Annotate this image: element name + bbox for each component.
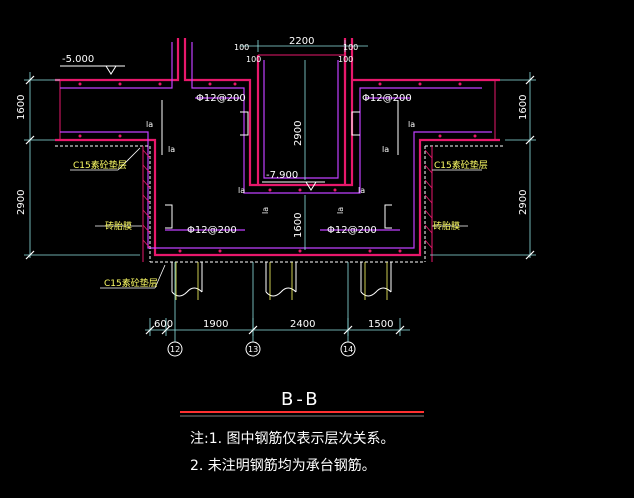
note-line-2: 2. 未注明钢筋均为承台钢筋。: [190, 457, 376, 474]
la-label-1: la: [146, 120, 153, 129]
dim-2200: 2200: [289, 36, 314, 47]
dim-600: 600: [154, 319, 173, 330]
dim-ticks: [25, 75, 535, 335]
cushion-layer: [55, 145, 505, 263]
c15-bottom-label: C15素砼垫层: [104, 277, 158, 289]
dim-1600-pit: 1600: [293, 213, 304, 238]
rebar-bottom-right: Φ12@200: [327, 225, 377, 236]
rebar-lines: [60, 42, 492, 249]
axis-markers: [167, 341, 356, 357]
dim-1600-right: 1600: [518, 95, 529, 120]
axis-label-12: 12: [170, 345, 180, 354]
elevation-markers: [60, 65, 325, 191]
dim-100-left-a: 100: [234, 43, 249, 52]
rebar-dots: [78, 82, 477, 253]
brick-right-label: 砖胎膜: [433, 220, 460, 232]
leader-lines: [70, 147, 482, 289]
axis-label-14: 14: [343, 345, 353, 354]
c15-left-label: C15素砼垫层: [73, 159, 127, 171]
la-label-4: la: [382, 145, 389, 154]
c15-right-label: C15素砼垫层: [434, 159, 488, 171]
dim-100-right-b: 100: [338, 55, 353, 64]
rebar-top-right: Φ12@200: [362, 93, 412, 104]
la-label-3: la: [408, 120, 415, 129]
la-label-2: la: [168, 145, 175, 154]
concrete-outline: [55, 38, 500, 257]
dim-2900-left: 2900: [16, 190, 27, 215]
dim-100-left-b: 100: [246, 55, 261, 64]
elevation-pit-label: -7.900: [266, 170, 298, 181]
dim-2400: 2400: [290, 319, 315, 330]
la-brackets: [161, 100, 399, 229]
dim-1600-left: 1600: [16, 95, 27, 120]
rebar-bottom-left: Φ12@200: [187, 225, 237, 236]
dim-2900-pit: 2900: [293, 121, 304, 146]
dim-100-right-a: 100: [343, 43, 358, 52]
la-label-8: la: [336, 207, 345, 214]
piles: [171, 262, 392, 300]
note-line-1: 注:1. 图中钢筋仅表示层次关系。: [190, 430, 395, 447]
la-label-6: la: [358, 186, 365, 195]
rebar-top-left: Φ12@200: [196, 93, 246, 104]
dim-1900: 1900: [203, 319, 228, 330]
dimension-lines: [24, 40, 536, 342]
la-label-7: la: [261, 207, 270, 214]
axis-label-13: 13: [248, 345, 258, 354]
elevation-top-label: -5.000: [62, 54, 94, 65]
dim-2900-right: 2900: [518, 190, 529, 215]
section-title: B-B: [281, 389, 321, 410]
dim-1500: 1500: [368, 319, 393, 330]
brick-left-label: 砖胎膜: [105, 220, 132, 232]
la-label-5: la: [238, 186, 245, 195]
